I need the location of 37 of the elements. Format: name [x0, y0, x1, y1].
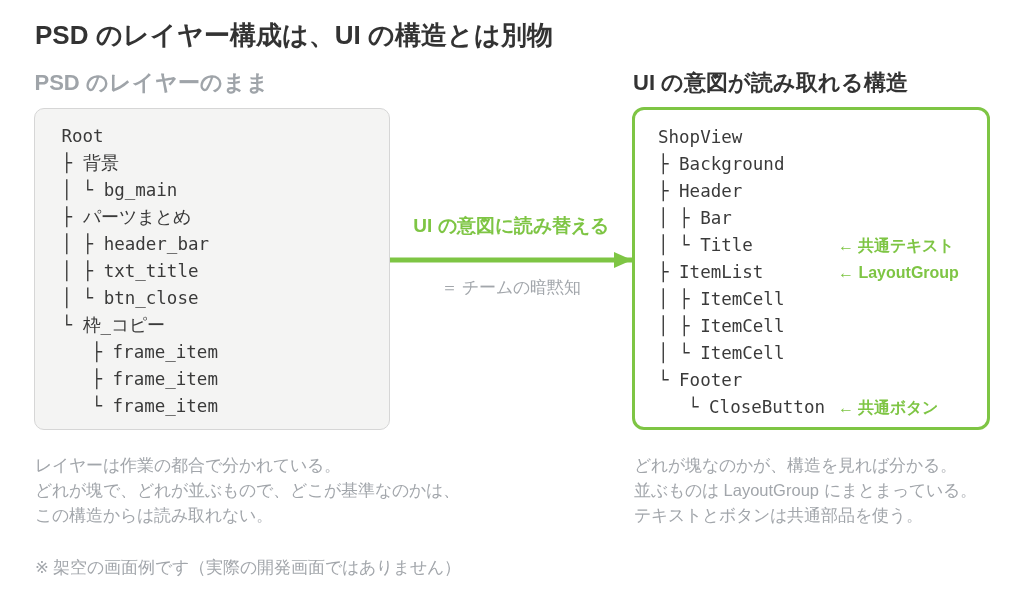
tree-row-text: Root	[61, 125, 104, 148]
diagram-title: PSD のレイヤー構成は、UI の構造とは別物	[35, 19, 553, 51]
tree-row-text: ├ パーツまとめ	[61, 205, 191, 230]
edge-label: UI の意図に読み替える	[413, 214, 609, 238]
arrow	[390, 252, 632, 268]
tree-row-text: └ Footer	[658, 368, 743, 392]
tree-row-text: │ ├ header_bar	[61, 232, 209, 257]
annotation-note: ← 共通テキスト	[838, 235, 955, 256]
tree-row-text: │ ├ txt_title	[61, 259, 199, 284]
tree-row-text: │ ├ ItemCell	[658, 314, 785, 339]
tree-row-text: └ CloseButton	[688, 395, 825, 419]
tree-row-text: └ 枠_コピー	[61, 313, 166, 337]
panel-heading: PSD のレイヤーのまま	[34, 68, 269, 97]
panel-heading: UI の意図が読み取れる構造	[633, 69, 909, 97]
tree-row-text: └ frame_item	[91, 394, 218, 418]
tree-row-text: ├ frame_item	[91, 340, 218, 365]
tree-row-text: ├ Header	[658, 179, 743, 204]
node-label: レイヤーは作業の都合で分かれている。	[35, 454, 342, 476]
tree-row-text: ├ ItemList	[658, 260, 764, 285]
tree-row-text: │ └ btn_close	[61, 286, 199, 311]
node-label: テキストとボタンは共通部品を使う。	[634, 504, 924, 526]
node-label: どれが塊で、どれが並ぶもので、どこが基準なのかは、この構造からは読み取れない。	[35, 479, 460, 526]
tree-row-text: ├ 背景	[61, 151, 119, 176]
node-label: どれが塊なのかが、構造を見れば分かる。	[634, 454, 958, 476]
tree-row-text: ├ Background	[658, 152, 785, 177]
tree-row-text: ├ frame_item	[91, 367, 218, 392]
tree-row-text: ShopView	[658, 125, 743, 149]
tree-row-text: │ └ ItemCell	[658, 341, 785, 366]
tree-row-text: │ └ bg_main	[61, 178, 178, 203]
tree-row-text: │ ├ Bar	[658, 206, 732, 231]
edge-note: ＝ チームの暗黙知	[440, 277, 582, 298]
annotation-note: ← LayoutGroup	[838, 262, 959, 283]
annotation-note: ← 共通ボタン	[838, 397, 939, 418]
tree-row-text: │ ├ ItemCell	[658, 287, 785, 312]
node-label: 並ぶものは LayoutGroup にまとまっている。	[634, 479, 978, 501]
tree-row-text: │ └ Title	[658, 233, 753, 258]
footnote: ※ 架空の画面例です（実際の開発画面ではありません）	[35, 557, 462, 578]
